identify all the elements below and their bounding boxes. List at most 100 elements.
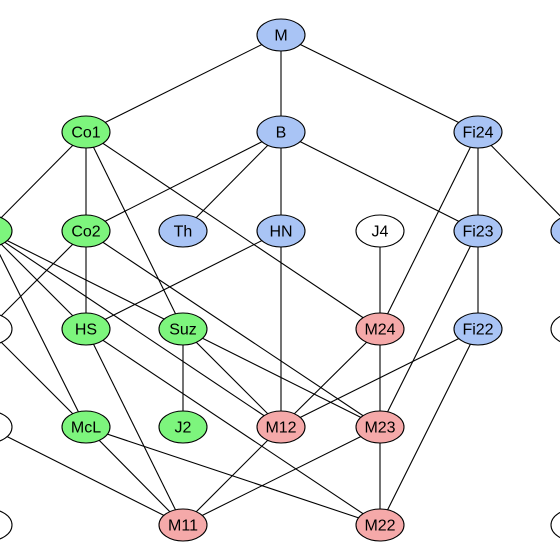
node-ellipse — [453, 115, 503, 149]
node-fi24: Fi24 — [453, 115, 503, 149]
node-ellipse — [158, 410, 208, 444]
edge-fi24-rblue — [477, 131, 560, 217]
node-ellipse — [256, 115, 306, 149]
edge-m12-m11 — [182, 426, 282, 526]
node-ellipse — [355, 312, 405, 346]
node-label: McL — [71, 420, 101, 437]
node-rblue — [550, 217, 560, 245]
node-label: M — [274, 28, 287, 45]
node-hn: HN — [256, 214, 306, 248]
node-co2: Co2 — [61, 214, 111, 248]
edge-co1-m24 — [85, 131, 381, 330]
edge-fi22-m12 — [280, 328, 479, 428]
node-fi23: Fi23 — [453, 214, 503, 248]
node-ellipse — [453, 312, 503, 346]
edge-m24-m12 — [280, 328, 381, 428]
node-label: M12 — [265, 420, 296, 437]
edge-b-fi23 — [280, 131, 479, 232]
edge-hs-m22 — [85, 328, 381, 526]
node-ellipse — [0, 510, 13, 540]
node-ellipse — [256, 18, 306, 52]
edge-lw4-m11 — [0, 432, 184, 526]
edge-m-co1 — [85, 34, 282, 133]
node-lw4 — [0, 412, 13, 442]
node-fi22: Fi22 — [453, 312, 503, 346]
node-co3 — [0, 216, 13, 246]
edge-b-co2 — [85, 131, 282, 232]
node-label: HS — [75, 322, 97, 339]
node-label: B — [276, 125, 287, 142]
node-ellipse — [550, 315, 560, 343]
node-ellipse — [61, 410, 111, 444]
node-label: J4 — [372, 224, 389, 241]
node-label: HN — [269, 224, 292, 241]
node-m: M — [256, 18, 306, 52]
node-co1: Co1 — [61, 115, 111, 149]
node-label: M24 — [364, 322, 395, 339]
node-label: J2 — [175, 420, 192, 437]
node-j4: J4 — [355, 214, 405, 248]
node-label: M23 — [364, 420, 395, 437]
edge-m-fi24 — [280, 34, 479, 133]
node-rw3 — [550, 315, 560, 343]
node-hs: HS — [61, 312, 111, 346]
node-ellipse — [256, 410, 306, 444]
node-m12: M12 — [256, 410, 306, 444]
node-label: Co2 — [71, 224, 100, 241]
node-rw5 — [550, 511, 560, 539]
node-ellipse — [158, 214, 208, 248]
edge-m23-m11 — [182, 426, 381, 526]
node-ellipse — [0, 314, 13, 344]
node-label: Fi22 — [462, 322, 493, 339]
edge-hn-hs — [85, 230, 282, 330]
node-label: Fi23 — [462, 224, 493, 241]
edge-co3-mcl — [0, 253, 87, 428]
node-ellipse — [0, 216, 13, 246]
edge-mcl-m22 — [85, 426, 381, 526]
node-label: M11 — [168, 518, 198, 535]
node-suz: Suz — [158, 312, 208, 346]
edge-co2-m23 — [85, 230, 381, 428]
edge-co2-lw3 — [0, 230, 87, 318]
node-label: M22 — [364, 518, 395, 535]
node-ellipse — [0, 412, 13, 442]
node-label: Co1 — [71, 125, 100, 142]
edge-co1-suz — [85, 131, 184, 330]
edge-co1-co3 — [0, 131, 87, 220]
edge-lw3-mcl — [0, 340, 87, 428]
edge-b-th — [182, 131, 282, 232]
node-label: Th — [174, 224, 193, 241]
node-ellipse — [550, 217, 560, 245]
node-ellipse — [61, 312, 111, 346]
edge-fi23-m23 — [379, 230, 479, 428]
node-m23: M23 — [355, 410, 405, 444]
node-lw5 — [0, 510, 13, 540]
node-ellipse — [256, 214, 306, 248]
node-ellipse — [158, 508, 208, 542]
edge-mcl-m11 — [85, 426, 184, 526]
node-ellipse — [355, 214, 405, 248]
node-ellipse — [158, 312, 208, 346]
edge-fi22-m22 — [379, 328, 479, 526]
node-lw3 — [0, 314, 13, 344]
node-ellipse — [453, 214, 503, 248]
node-m22: M22 — [355, 508, 405, 542]
node-j2: J2 — [158, 410, 208, 444]
node-label: Fi24 — [462, 125, 493, 142]
edge-fi24-m24 — [379, 131, 479, 330]
node-label: Suz — [169, 322, 197, 339]
edge-hs-m11 — [85, 328, 184, 526]
node-m11: M11 — [158, 508, 208, 542]
node-m24: M24 — [355, 312, 405, 346]
node-ellipse — [61, 115, 111, 149]
node-ellipse — [61, 214, 111, 248]
edge-suz-m12 — [182, 328, 282, 428]
edges-layer — [0, 34, 560, 526]
node-th: Th — [158, 214, 208, 248]
node-b: B — [256, 115, 306, 149]
node-ellipse — [355, 508, 405, 542]
edge-co3-m12 — [0, 238, 282, 428]
node-ellipse — [355, 410, 405, 444]
